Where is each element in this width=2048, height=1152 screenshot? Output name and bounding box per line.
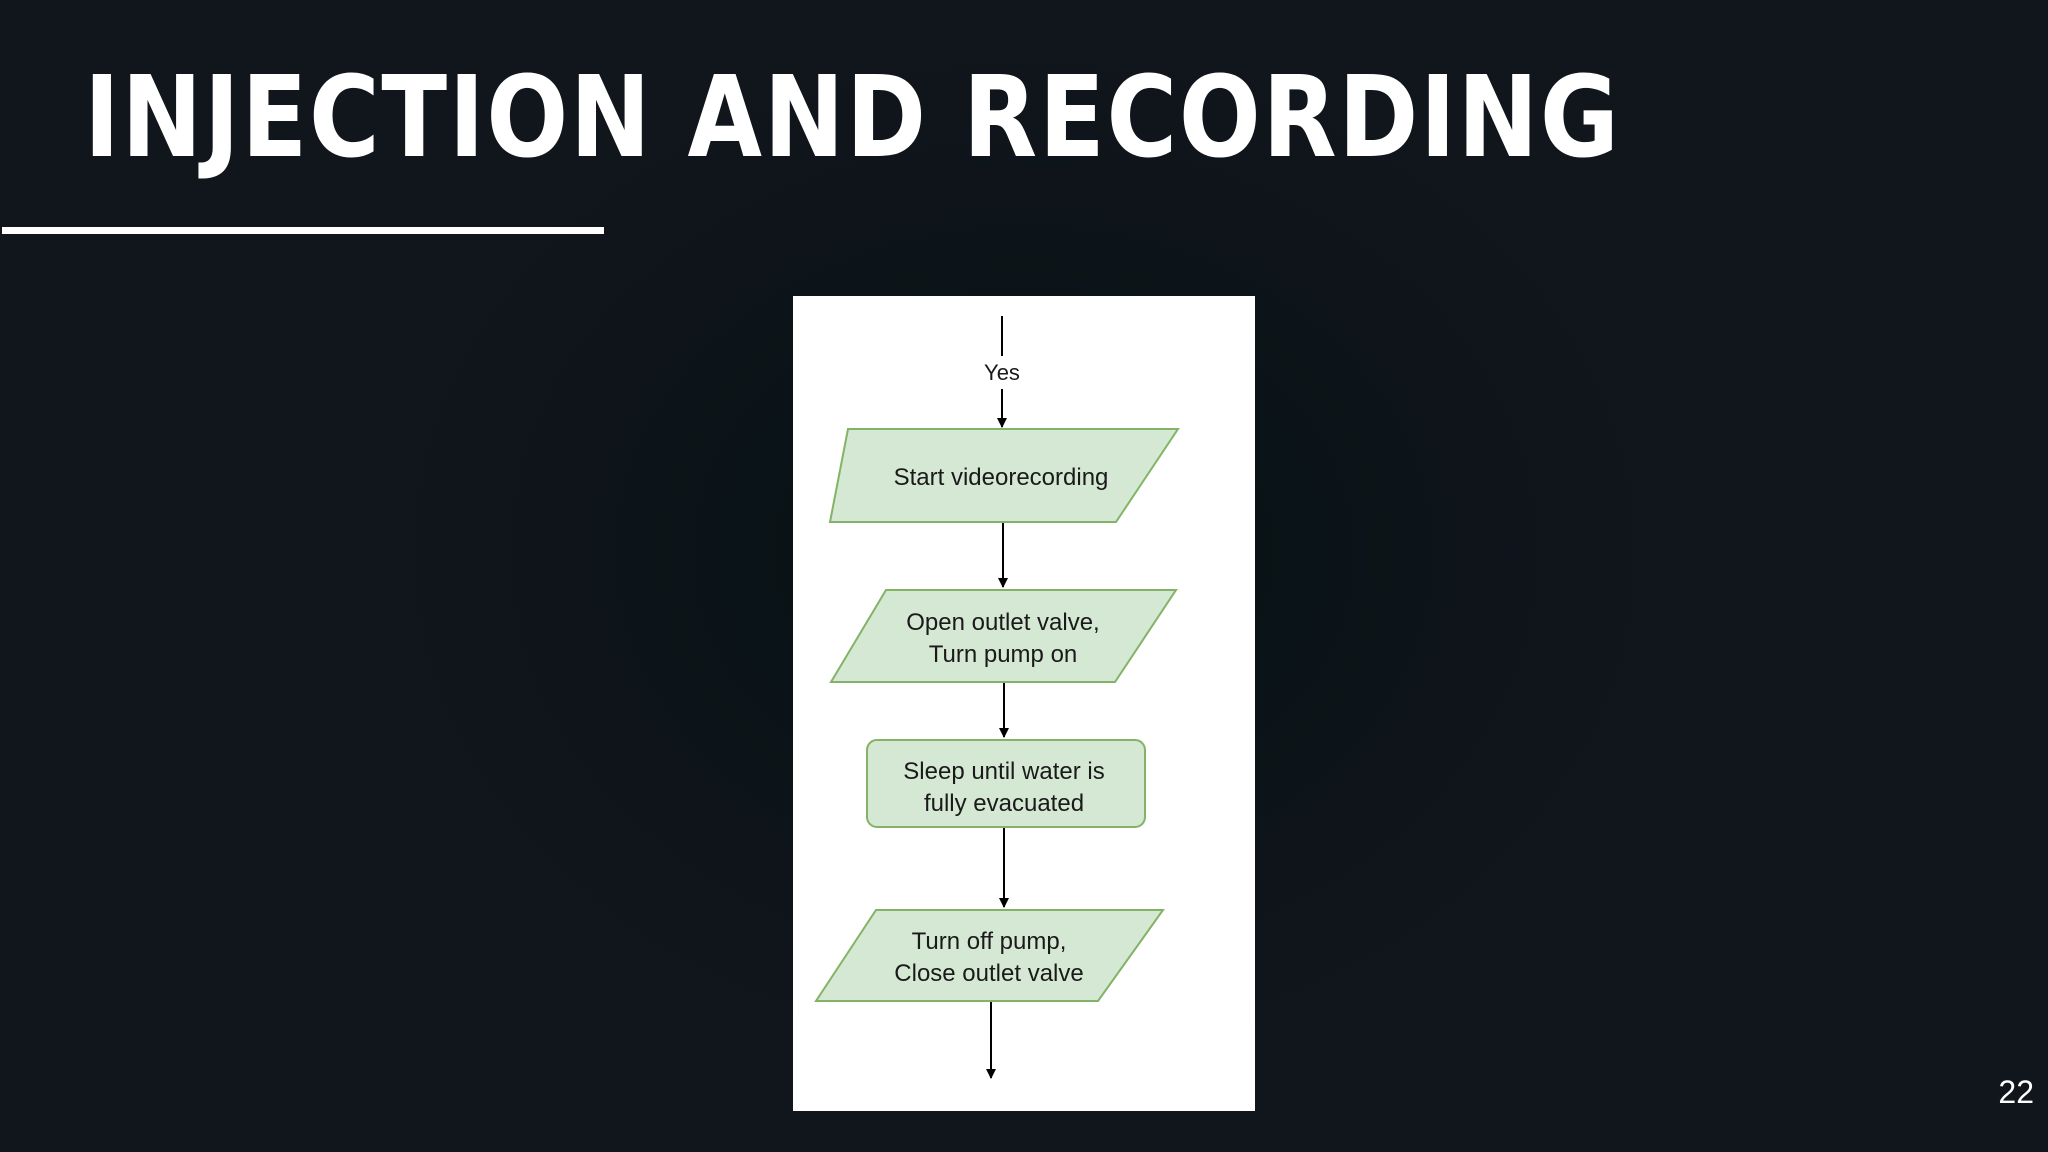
step-turn-off-pump-label-line1: Turn off pump, (912, 928, 1067, 955)
flowchart-diagram: Yes Start videorecording Open outlet val… (814, 316, 1180, 1079)
page-number: 22 (1998, 1074, 2034, 1110)
step-start-videorecording-shape (828, 428, 1180, 523)
step-open-valve-shape (829, 589, 1178, 683)
step-start-videorecording-label: Start videorecording (894, 464, 1109, 491)
step-open-valve-label-line1: Open outlet valve, (906, 609, 1099, 636)
title-underline (2, 227, 604, 234)
step-sleep-label-line1: Sleep until water is (903, 758, 1104, 785)
step-sleep-shape (866, 739, 1146, 828)
step-sleep-label-line2: fully evacuated (924, 790, 1084, 817)
flowchart-panel: Yes Start videorecording Open outlet val… (793, 296, 1255, 1111)
step-turn-off-pump-shape (814, 909, 1165, 1002)
entry-label-yes: Yes (984, 360, 1020, 385)
step-open-valve-label-line2: Turn pump on (929, 641, 1078, 668)
step-turn-off-pump-label-line2: Close outlet valve (894, 960, 1083, 987)
slide-title: INJECTION AND RECORDING (84, 53, 1621, 183)
